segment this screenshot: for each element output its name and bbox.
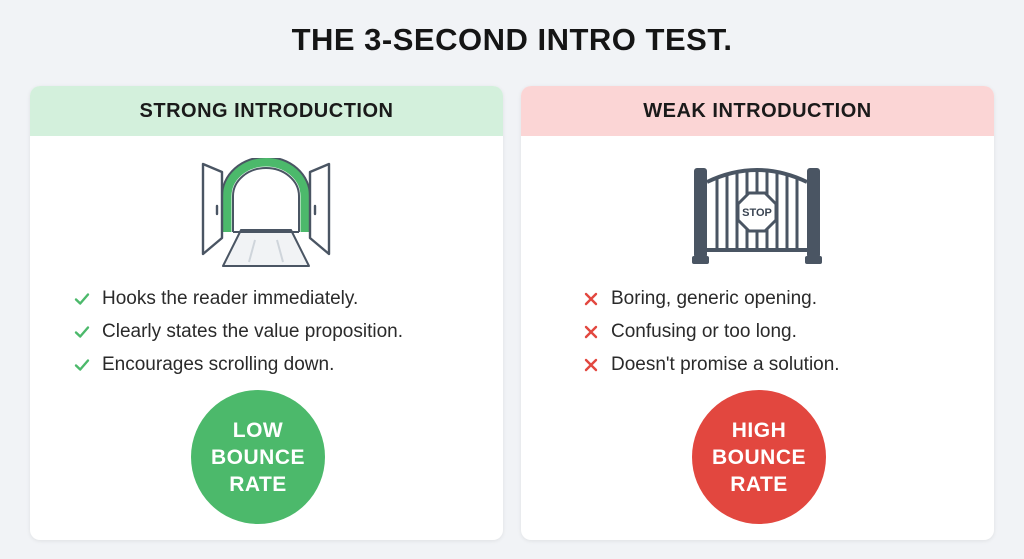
cross-icon — [584, 292, 598, 305]
stop-sign-label: STOP — [742, 207, 772, 219]
strong-introduction-card: STRONG INTRODUCTION Hooks the reader imm… — [30, 86, 503, 540]
cross-icon — [584, 325, 598, 338]
weak-checklist: Boring, generic opening. Confusing or to… — [583, 282, 840, 381]
open-doors-icon — [201, 158, 331, 267]
strong-checklist: Hooks the reader immediately. Clearly st… — [74, 282, 403, 381]
high-bounce-rate-badge: HIGH BOUNCE RATE — [692, 390, 826, 524]
badge-line: HIGH — [731, 418, 787, 442]
check-icon — [74, 325, 90, 338]
badge-line: RATE — [229, 472, 287, 496]
list-item: Hooks the reader immediately. — [74, 282, 403, 315]
weak-introduction-card: WEAK INTRODUCTION STOP Boring, gen — [521, 86, 994, 540]
list-item-text: Hooks the reader immediately. — [102, 288, 359, 309]
list-item-text: Clearly states the value proposition. — [102, 321, 403, 342]
badge-line: LOW — [232, 418, 284, 442]
badge-line: RATE — [730, 472, 788, 496]
strong-card-header: STRONG INTRODUCTION — [30, 86, 503, 136]
cross-icon — [584, 358, 598, 371]
list-item-text: Encourages scrolling down. — [102, 354, 335, 375]
list-item-text: Confusing or too long. — [611, 321, 797, 342]
list-item: Encourages scrolling down. — [74, 348, 403, 381]
closed-gate-icon: STOP — [692, 168, 822, 264]
low-bounce-rate-badge: LOW BOUNCE RATE — [191, 390, 325, 524]
check-icon — [74, 358, 90, 371]
badge-line: BOUNCE — [210, 445, 305, 469]
list-item: Boring, generic opening. — [583, 282, 840, 315]
list-item-text: Boring, generic opening. — [611, 288, 817, 309]
check-icon — [74, 292, 90, 305]
badge-line: BOUNCE — [711, 445, 806, 469]
page-title: THE 3-SECOND INTRO TEST. — [291, 22, 733, 57]
weak-card-header: WEAK INTRODUCTION — [521, 86, 994, 136]
list-item: Clearly states the value proposition. — [74, 315, 403, 348]
list-item: Doesn't promise a solution. — [583, 348, 840, 381]
list-item-text: Doesn't promise a solution. — [611, 354, 840, 375]
list-item: Confusing or too long. — [583, 315, 840, 348]
